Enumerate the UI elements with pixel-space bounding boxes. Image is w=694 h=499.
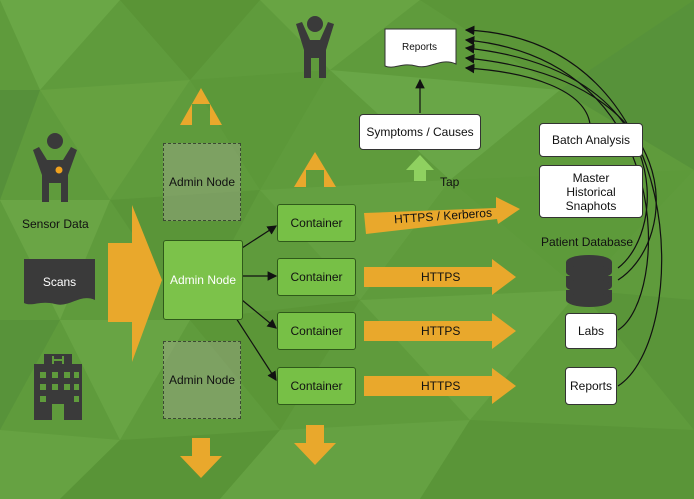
patient-database-label: Patient Database [541, 235, 634, 249]
link-label-c4: HTTPS [421, 379, 461, 393]
symptoms-causes-box: Symptoms / Causes [359, 114, 481, 150]
container-3: Container [277, 312, 356, 350]
labs-box: Labs [565, 313, 617, 349]
sensor-data-label: Sensor Data [22, 217, 89, 231]
admin-node-main: Admin Node [163, 240, 243, 320]
container-4: Container [277, 367, 356, 405]
link-label-c3: HTTPS [421, 324, 461, 338]
container-2: Container [277, 258, 356, 296]
scans-label: Scans [42, 275, 77, 289]
tap-label: Tap [440, 175, 460, 189]
reports-document-label: Reports [402, 42, 438, 53]
batch-analysis-box: Batch Analysis [539, 123, 643, 157]
admin-node-top: Admin Node [163, 143, 241, 221]
master-historical-snapshots-box: Master Historical Snaphots [539, 165, 643, 218]
container-1: Container [277, 204, 356, 242]
link-label-c2: HTTPS [421, 270, 461, 284]
admin-node-bottom: Admin Node [163, 341, 241, 419]
reports-box: Reports [565, 367, 617, 405]
